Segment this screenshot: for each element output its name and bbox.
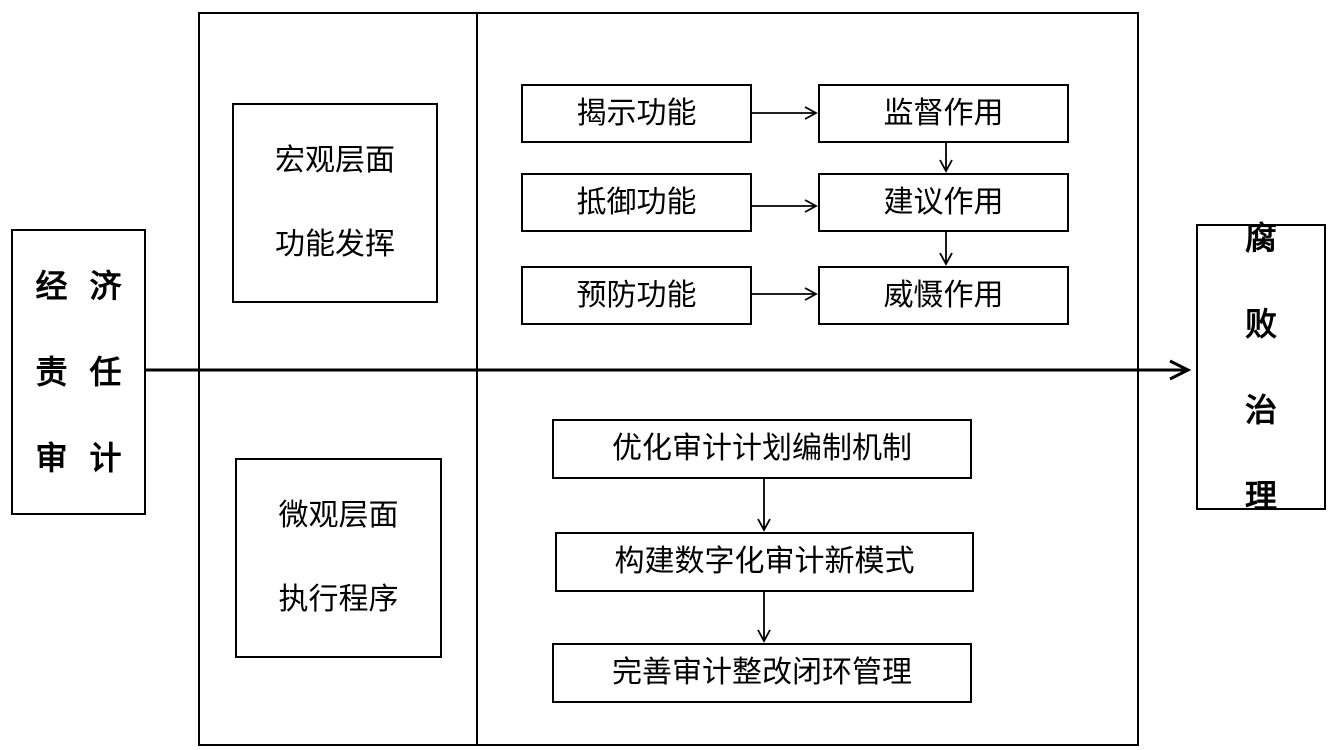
- macro-line-2: 功能发挥: [275, 227, 395, 262]
- digital-audit-model-box: 构建数字化审计新模式: [555, 532, 974, 592]
- advisory-role-label: 建议作用: [883, 184, 1004, 220]
- left-line-3: 审计: [35, 439, 144, 477]
- supervision-role-box: 监督作用: [818, 84, 1069, 143]
- resist-function-box: 抵御功能: [521, 173, 752, 232]
- micro-line-1: 微观层面: [278, 498, 399, 533]
- economic-responsibility-audit-box: 经济 责任 审计: [11, 229, 146, 515]
- left-line-2: 责任: [35, 353, 144, 391]
- prevent-function-box: 预防功能: [521, 266, 752, 325]
- micro-line-2: 执行程序: [278, 582, 399, 617]
- reveal-function-label: 揭示功能: [576, 95, 697, 131]
- right-line-1: 腐败: [1244, 219, 1299, 343]
- macro-level-box: 宏观层面 功能发挥: [232, 103, 438, 303]
- reveal-function-box: 揭示功能: [521, 84, 752, 143]
- vertical-divider: [476, 12, 478, 746]
- rectification-loop-box: 完善审计整改闭环管理: [552, 643, 972, 703]
- rectification-loop-label: 完善审计整改闭环管理: [612, 655, 912, 690]
- right-line-2: 治理: [1244, 391, 1299, 515]
- prevent-function-label: 预防功能: [576, 277, 697, 313]
- supervision-role-label: 监督作用: [883, 95, 1004, 131]
- left-line-1: 经济: [35, 267, 144, 305]
- digital-audit-model-label: 构建数字化审计新模式: [614, 544, 915, 579]
- micro-level-box: 微观层面 执行程序: [235, 458, 442, 658]
- advisory-role-box: 建议作用: [818, 173, 1069, 232]
- macro-line-1: 宏观层面: [275, 143, 395, 178]
- audit-plan-mechanism-box: 优化审计计划编制机制: [552, 419, 972, 479]
- resist-function-label: 抵御功能: [576, 184, 697, 220]
- deterrence-role-label: 威慑作用: [883, 277, 1004, 313]
- deterrence-role-box: 威慑作用: [818, 266, 1069, 325]
- audit-plan-mechanism-label: 优化审计计划编制机制: [612, 431, 912, 466]
- corruption-governance-box: 腐败 治理: [1196, 219, 1326, 515]
